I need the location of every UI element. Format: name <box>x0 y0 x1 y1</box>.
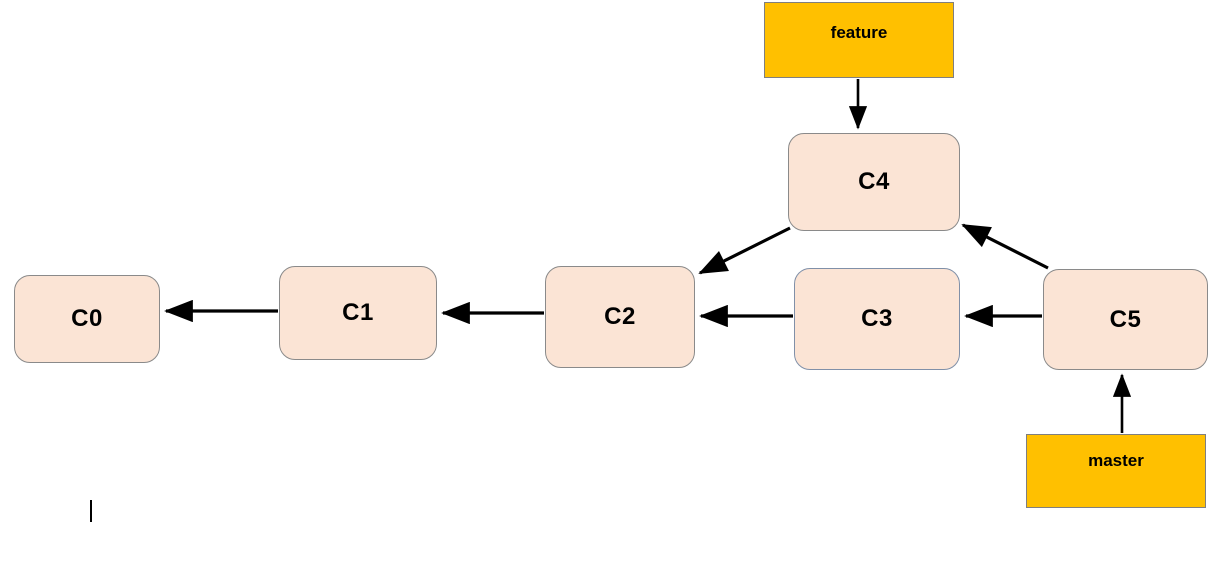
commit-label-c4: C4 <box>858 168 890 195</box>
commit-node-c4[interactable]: C4 <box>788 133 960 231</box>
commit-label-c5: C5 <box>1109 305 1142 333</box>
branch-node-feature[interactable]: feature <box>764 2 954 78</box>
text-caret <box>90 500 92 522</box>
commit-label-c3: C3 <box>861 305 893 332</box>
edge-c4-to-c2 <box>698 226 791 275</box>
commit-node-c1[interactable]: C1 <box>279 266 437 360</box>
commit-node-c2[interactable]: C2 <box>545 266 695 368</box>
commit-node-c5[interactable]: C5 <box>1043 269 1208 370</box>
commit-label-c0: C0 <box>71 305 103 332</box>
commit-label-c2: C2 <box>604 303 636 330</box>
branch-label-feature: feature <box>830 23 888 42</box>
branch-node-master[interactable]: master <box>1026 434 1206 508</box>
edge-c5-to-c4 <box>961 223 1049 270</box>
commit-node-c0[interactable]: C0 <box>14 275 160 363</box>
commit-label-c1: C1 <box>342 299 374 326</box>
commit-node-c3[interactable]: C3 <box>794 268 960 370</box>
branch-label-master: master <box>1088 451 1144 470</box>
